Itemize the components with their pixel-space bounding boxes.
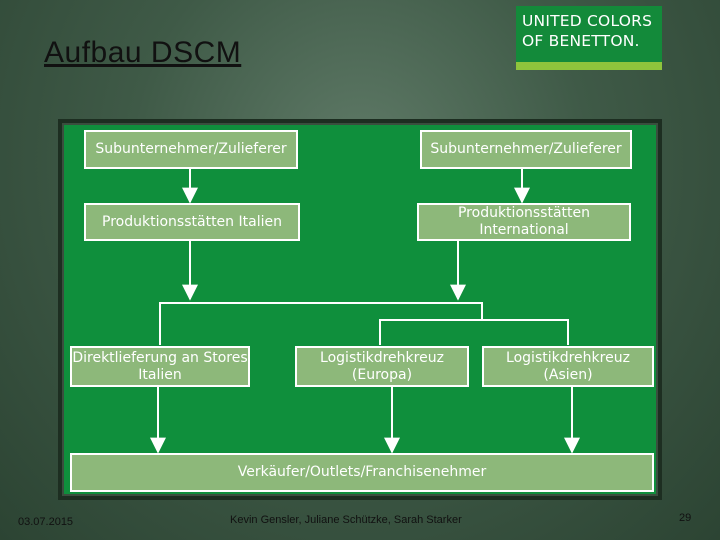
logo-line-2: OF BENETTON.	[522, 32, 640, 50]
slide-title: Aufbau DSCM	[44, 36, 242, 69]
footer-authors: Kevin Gensler, Juliane Schützke, Sarah S…	[230, 514, 462, 526]
logo-line-1: UNITED COLORS	[522, 12, 653, 30]
node-sellers-outlets-franchisees: Verkäufer/Outlets/Franchisenehmer	[70, 453, 654, 492]
footer-page-number: 29	[679, 512, 692, 524]
benetton-logo: UNITED COLORS OF BENETTON.	[516, 6, 662, 70]
bracket-hubs	[379, 319, 569, 345]
node-subcontractor-left: Subunternehmer/Zulieferer	[84, 130, 298, 169]
connector-lines	[150, 169, 580, 454]
bracket-distribution	[159, 302, 483, 345]
node-subcontractor-right: Subunternehmer/Zulieferer	[420, 130, 632, 169]
node-production-international: Produktionsstätten International	[417, 203, 631, 241]
node-production-italy: Produktionsstätten Italien	[84, 203, 300, 241]
node-hub-asia: Logistikdrehkreuz (Asien)	[482, 346, 654, 387]
supply-chain-diagram: Subunternehmer/Zulieferer Subunternehmer…	[58, 119, 662, 500]
footer-date: 03.07.2015	[18, 516, 74, 528]
node-hub-europe: Logistikdrehkreuz (Europa)	[295, 346, 469, 387]
node-direct-delivery-italy: Direktlieferung an Stores Italien	[70, 346, 250, 387]
